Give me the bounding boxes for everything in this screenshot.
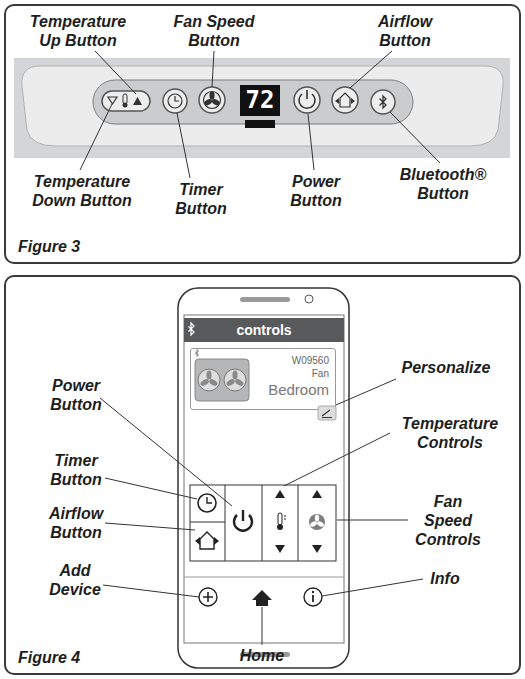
leader-line [177, 113, 190, 178]
callout-label: Home [232, 646, 292, 665]
callout-label: Temperature Up Button [23, 12, 133, 50]
fan-blade [209, 91, 214, 99]
callout-label: Airflow Button [36, 504, 116, 542]
airflow-button [332, 87, 358, 113]
leader-line [105, 523, 195, 530]
callout-label: Fan Speed Controls [411, 492, 486, 549]
temperature-display: 72 [240, 85, 280, 116]
figure-caption: Figure 3 [18, 237, 80, 256]
phone-body [178, 288, 349, 668]
airflow-icon [200, 532, 214, 549]
phone-screen [184, 315, 344, 643]
leader-line [262, 607, 263, 645]
callout-label: Timer Button [169, 180, 234, 218]
thermometer-ticks [284, 516, 286, 519]
room-name: Bedroom [253, 380, 329, 400]
leader-line [350, 51, 392, 88]
control-grid [190, 485, 336, 561]
up-triangle [133, 97, 142, 105]
bluetooth-symbol [380, 96, 387, 108]
power-symbol [242, 510, 244, 521]
leader-lines [100, 379, 423, 645]
temperature-button [102, 91, 150, 111]
control-panel [22, 66, 503, 146]
callout-label: Power Button [44, 376, 109, 414]
home-icon [252, 590, 272, 606]
callout-label: Fan Speed Button [159, 12, 269, 50]
fan-blade [316, 520, 324, 527]
temperature-arrows [275, 490, 285, 553]
leader-line [284, 433, 390, 486]
info-dot [312, 591, 314, 593]
fan-blade [309, 520, 317, 527]
model-number: W09560 [253, 354, 329, 367]
fan-blade [211, 98, 221, 107]
callout-label: Temperature Controls [395, 414, 505, 452]
clock-icon [168, 94, 182, 108]
timer-icon [198, 494, 216, 512]
fan-icon [309, 514, 325, 530]
fan-speed-button [199, 87, 225, 113]
callout-label: Add Device [45, 561, 105, 599]
fan-blade [315, 514, 319, 521]
app-header-band: controls [184, 318, 344, 342]
clock-hands [207, 497, 212, 503]
power-symbol [306, 90, 308, 99]
grid-lines [190, 485, 298, 561]
callout-label: Timer Button [44, 451, 109, 489]
down-triangle [108, 97, 117, 104]
clock-hands [175, 96, 179, 101]
pencil-symbol [322, 410, 332, 418]
callout-label: Temperature Down Button [25, 172, 140, 210]
add-device-icon [199, 588, 217, 606]
info-symbol [312, 595, 314, 602]
leader-line [390, 112, 440, 163]
plus-symbol [203, 592, 213, 602]
thermometer-bulb [123, 103, 128, 108]
airflow-icon [340, 93, 350, 107]
device-card: W09560FanBedroom [190, 348, 336, 410]
button-strip [93, 80, 413, 124]
device-type: Fan [253, 367, 329, 380]
nav-divider [184, 577, 344, 578]
leader-line [329, 379, 396, 408]
leader-line [95, 51, 136, 94]
leader-line [308, 114, 314, 170]
leader-line [103, 585, 199, 597]
callout-label: Personalize [386, 358, 506, 377]
airflow-arrows [335, 98, 355, 104]
screen-title: controls [184, 318, 344, 342]
bluetooth-button [371, 90, 395, 114]
leader-line [337, 520, 408, 521]
leader-line [80, 104, 112, 170]
display-digits: 72 [240, 85, 280, 116]
figure-caption: Figure 4 [18, 648, 80, 667]
phone-speaker [240, 297, 290, 302]
leader-line [322, 579, 423, 596]
power-button [294, 87, 320, 113]
fan-ring [204, 92, 221, 109]
thermometer-bulb [277, 524, 283, 530]
leader-line [100, 398, 232, 506]
info-icon [304, 588, 322, 606]
airflow-arrows [195, 537, 219, 545]
phone-camera [305, 295, 313, 303]
appliance-top [14, 58, 510, 158]
fan-blade [203, 98, 213, 107]
thermometer-icon [278, 513, 282, 525]
leader-line [105, 478, 197, 499]
callout-label: Power Button [284, 172, 349, 210]
callout-label: Airflow Button [365, 12, 445, 50]
leader-line [212, 51, 214, 87]
callout-label: Info [415, 569, 475, 588]
leader-lines [80, 51, 440, 178]
display-bar [245, 120, 275, 128]
timer-button [163, 89, 187, 113]
callout-label: Bluetooth® Button [393, 165, 493, 203]
